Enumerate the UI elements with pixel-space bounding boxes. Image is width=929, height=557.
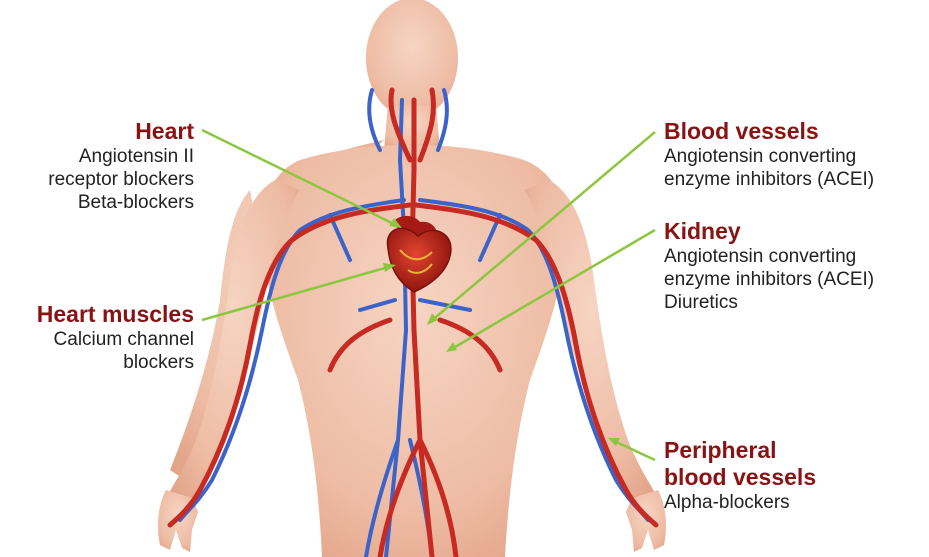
callout-heart: Heart Angiotensin II receptor blockers B… — [48, 118, 194, 214]
callout-heart-line: receptor blockers — [48, 168, 194, 191]
callout-blood-vessels-line: enzyme inhibitors (ACEI) — [664, 168, 874, 191]
callout-heart-line: Beta-blockers — [48, 191, 194, 214]
callout-peripheral-title: Peripheral — [664, 437, 816, 464]
callout-kidney-title: Kidney — [664, 218, 874, 245]
callout-heart-muscles-line: Calcium channel — [37, 328, 194, 351]
callout-peripheral-blood-vessels: Peripheral blood vessels Alpha-blockers — [664, 437, 816, 514]
callout-blood-vessels: Blood vessels Angiotensin converting enz… — [664, 118, 874, 191]
callout-peripheral-line: Alpha-blockers — [664, 491, 816, 514]
callout-heart-muscles: Heart muscles Calcium channel blockers — [37, 301, 194, 374]
callout-heart-line: Angiotensin II — [48, 145, 194, 168]
callout-kidney-line: enzyme inhibitors (ACEI) — [664, 268, 874, 291]
right-arm — [524, 180, 658, 505]
callout-kidney-line: Angiotensin converting — [664, 245, 874, 268]
callout-heart-title: Heart — [48, 118, 194, 145]
callout-kidney-line: Diuretics — [664, 291, 874, 314]
callout-kidney: Kidney Angiotensin converting enzyme inh… — [664, 218, 874, 314]
callout-heart-muscles-title: Heart muscles — [37, 301, 194, 328]
callout-heart-muscles-line: blockers — [37, 351, 194, 374]
callout-peripheral-title: blood vessels — [664, 464, 816, 491]
callout-blood-vessels-title: Blood vessels — [664, 118, 874, 145]
callout-blood-vessels-line: Angiotensin converting — [664, 145, 874, 168]
